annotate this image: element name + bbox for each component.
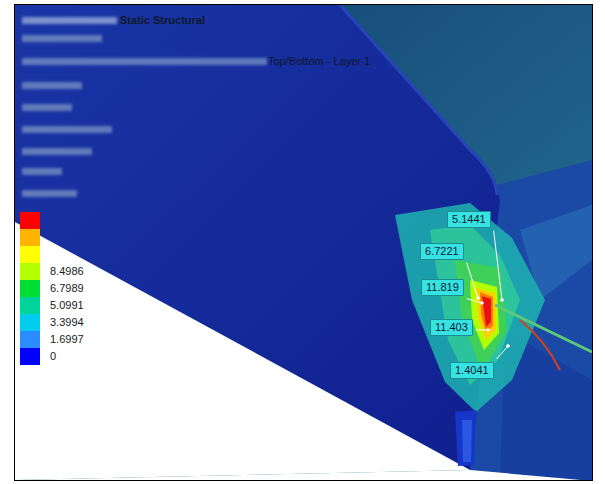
probe-value: 11.819: [421, 279, 464, 296]
legend-swatch: [20, 314, 40, 331]
blurred-header: [22, 17, 267, 197]
legend-swatch: [20, 348, 40, 365]
legend-value: 3.3994: [50, 316, 84, 329]
probe-value: 6.7221: [420, 243, 464, 260]
legend-swatch: [20, 263, 40, 280]
background: [15, 5, 592, 480]
leader-line: [497, 346, 508, 359]
legend-value: 6.7989: [50, 282, 84, 295]
legend-band: [20, 212, 40, 263]
legend-swatch: [20, 297, 40, 314]
leader-line: [467, 299, 482, 303]
legend-value: 5.0991: [50, 299, 84, 312]
probe-point: [506, 344, 510, 348]
frame: [15, 5, 593, 481]
legend-value: 0: [50, 350, 56, 363]
probe-point: [476, 296, 480, 300]
legend-value: 1.6997: [50, 333, 84, 346]
probe-value: 1.4041: [450, 362, 494, 379]
stress-contour: [395, 203, 592, 466]
leader-line: [494, 231, 502, 300]
probe-value: 5.1441: [447, 211, 491, 228]
legend-swatch: [20, 280, 40, 297]
probe-point: [486, 328, 490, 332]
legend-swatch: [20, 331, 40, 348]
leader-lines: [467, 231, 510, 359]
leader-line: [476, 330, 488, 331]
probe-point: [500, 298, 504, 302]
legend-value: 8.4986: [50, 265, 84, 278]
beam: [15, 5, 592, 481]
probe-point: [480, 301, 484, 305]
solution-title: Static Structural: [120, 14, 205, 27]
result-type: Top/Bottom - Layer 1: [268, 55, 370, 68]
leader-line: [467, 263, 478, 298]
probe-value: 11.403: [430, 319, 473, 336]
